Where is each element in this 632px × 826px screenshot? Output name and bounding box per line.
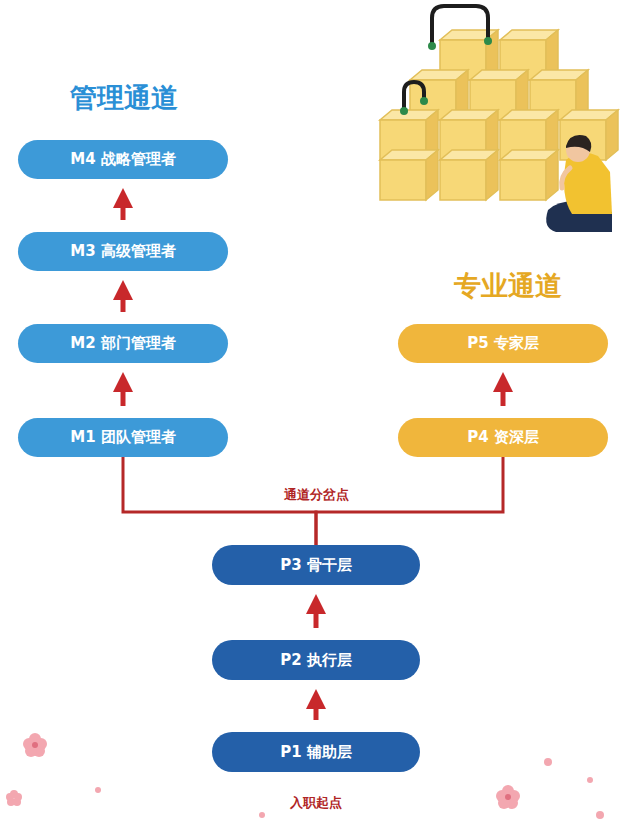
- cube-face: [606, 110, 618, 160]
- promotion-arrow: [314, 603, 319, 628]
- level-box: M4 战略管理者: [18, 140, 228, 179]
- level-name: P2 执行层: [280, 651, 352, 670]
- level-box: P2 执行层: [212, 640, 420, 680]
- handles: [404, 6, 488, 110]
- promotion-arrow: [501, 381, 506, 406]
- start-point-label: 入职起点: [290, 794, 342, 812]
- cube-face: [546, 150, 558, 200]
- cube-face: [380, 160, 426, 200]
- level-box: P5 专家层: [398, 324, 608, 363]
- level-name: P1 辅助层: [280, 743, 352, 762]
- level-box: P1 辅助层: [212, 732, 420, 772]
- cube-face: [440, 160, 486, 200]
- level-box: P4 资深层: [398, 418, 608, 457]
- cube-face: [486, 150, 498, 200]
- handle-dots: [400, 37, 492, 115]
- channel-heading: 专业通道: [454, 268, 562, 304]
- level-name: M1 团队管理者: [70, 428, 176, 447]
- level-name: P5 专家层: [467, 334, 539, 353]
- channel-heading: 管理通道: [70, 80, 178, 116]
- promotion-arrow: [121, 289, 126, 312]
- promotion-arrow: [121, 197, 126, 220]
- level-box: M1 团队管理者: [18, 418, 228, 457]
- level-name: M2 部门管理者: [70, 334, 176, 353]
- promotion-arrow: [314, 698, 319, 720]
- level-name: M4 战略管理者: [70, 150, 176, 169]
- cube-face: [500, 160, 546, 200]
- promotion-arrow: [121, 381, 126, 406]
- cube-face: [426, 150, 438, 200]
- level-box: P3 骨干层: [212, 545, 420, 585]
- level-name: P4 资深层: [467, 428, 539, 447]
- level-name: P3 骨干层: [280, 556, 352, 575]
- flowers: [6, 733, 604, 819]
- level-box: M2 部门管理者: [18, 324, 228, 363]
- person: [546, 135, 612, 232]
- level-box: M3 高级管理者: [18, 232, 228, 271]
- level-name: M3 高级管理者: [70, 242, 176, 261]
- split-point-label: 通道分岔点: [284, 486, 349, 504]
